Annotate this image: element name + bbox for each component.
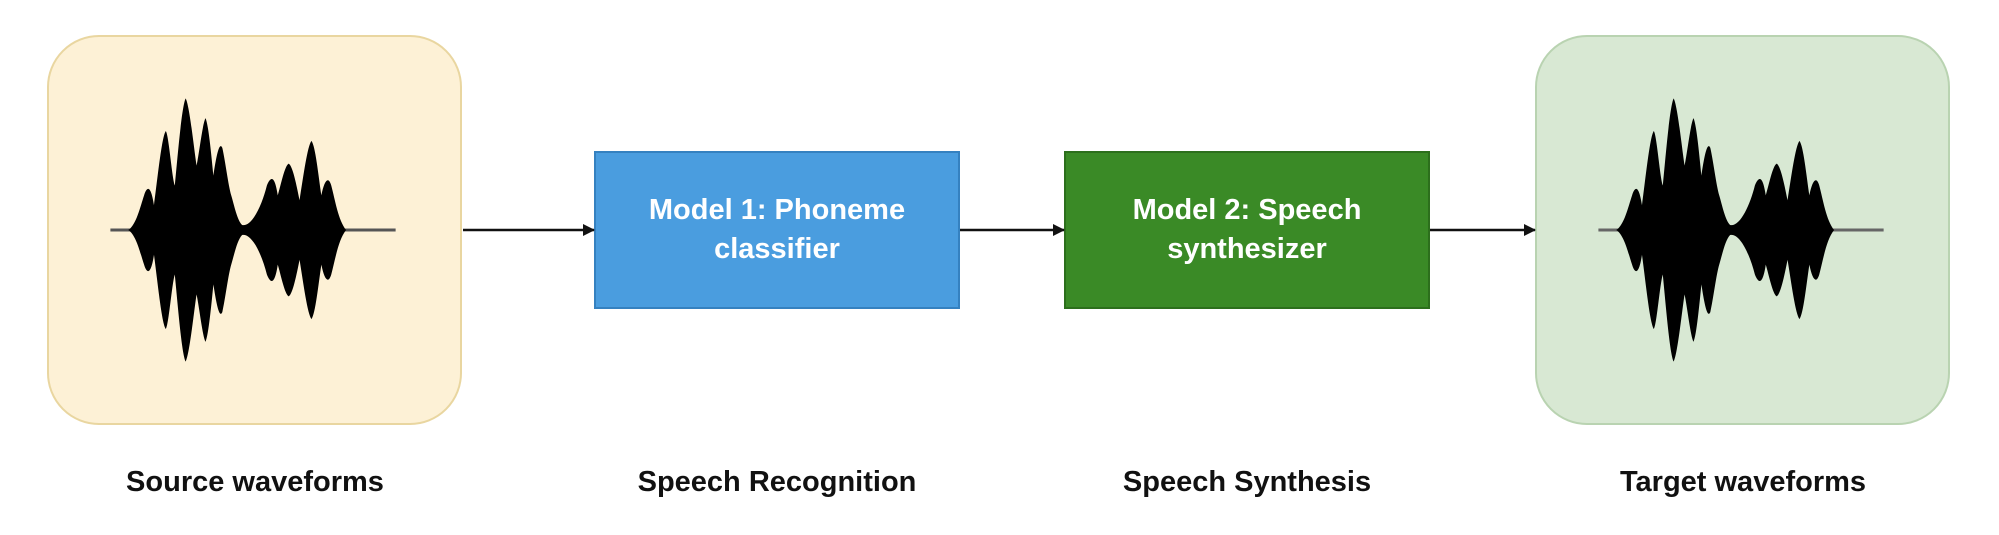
target-waveform-panel — [1535, 35, 1950, 425]
caption-speech-synthesis: Speech Synthesis — [1122, 466, 1372, 498]
caption-speech-recognition: Speech Recognition — [637, 466, 917, 498]
waveform-shape — [128, 98, 347, 362]
waveform-icon — [1598, 98, 1884, 362]
waveform-shape — [1616, 98, 1835, 362]
caption-source-waveforms: Source waveforms — [126, 466, 384, 498]
source-waveform-panel — [47, 35, 462, 425]
model-2-box: Model 2: Speech synthesizer — [1064, 151, 1430, 309]
caption-target-waveforms: Target waveforms — [1619, 466, 1867, 498]
model-1-box: Model 1: Phoneme classifier — [594, 151, 960, 309]
waveform-icon — [110, 98, 396, 362]
